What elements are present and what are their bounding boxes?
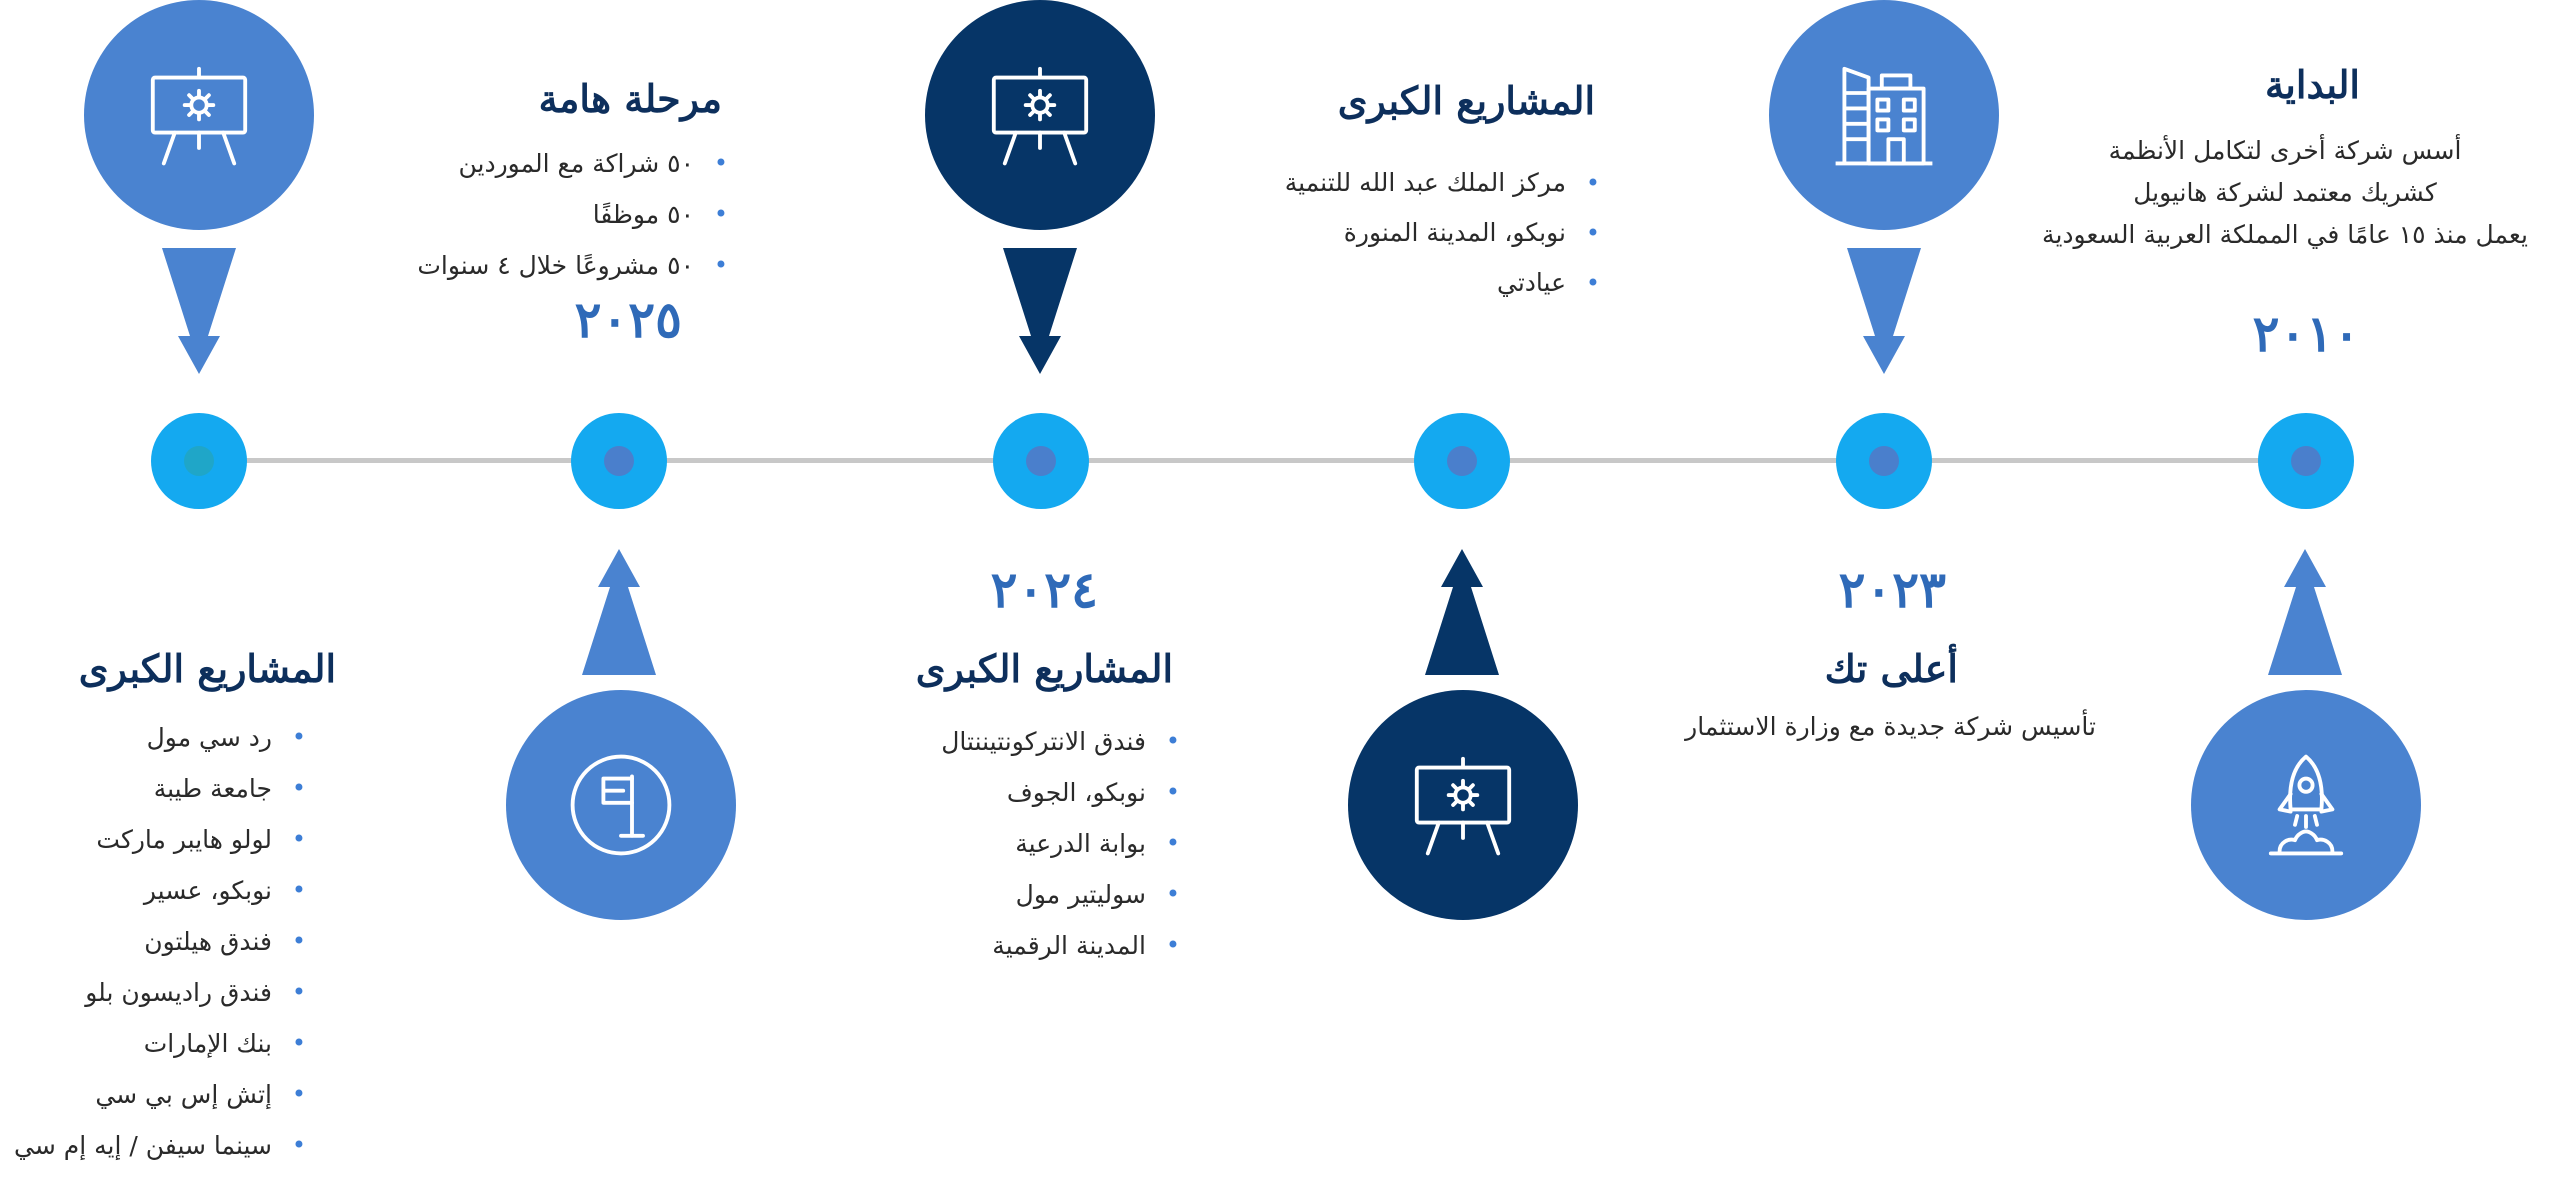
arrow-up-icon — [582, 549, 656, 675]
list-item: عيادتي — [1285, 258, 1600, 308]
milestone-list-2025: ٥٠ شراكة مع الموردين ٥٠ موظفًا ٥٠ مشروعً… — [417, 138, 728, 291]
list-item: ٥٠ شراكة مع الموردين — [417, 138, 728, 189]
list-item: لولو هايبر ماركت — [14, 814, 306, 865]
timeline-node — [151, 413, 247, 509]
milestone-year-2024: ٢٠٢٤ — [990, 560, 1098, 619]
milestone-title-major-projects: المشاريع الكبرى — [1337, 78, 1595, 123]
list-item: مركز الملك عبد الله للتنمية — [1285, 158, 1601, 208]
milestone-year-2010: ٢٠١٠ — [2252, 304, 2360, 363]
list-item: بوابة الدرعية — [941, 818, 1180, 869]
list-item: إتش إس بي سي — [14, 1069, 306, 1120]
presentation-gear-icon — [925, 0, 1155, 230]
description-line: كشريك معتمد لشركة هانيويل — [2133, 178, 2437, 207]
list-item: فندق راديسون بلو — [14, 967, 306, 1018]
arrow-up-icon — [1425, 549, 1499, 675]
arrow-down-icon — [1847, 248, 1921, 374]
list-item: رد سي مول — [14, 712, 306, 763]
list-item: سينما سيفن / إيه إم سي — [14, 1120, 306, 1171]
milestone-year-2023: ٢٠٢٣ — [1838, 560, 1946, 619]
description-line: أسس شركة أخرى لتكامل الأنظمة — [2108, 136, 2462, 165]
timeline-node — [993, 413, 1089, 509]
milestone-title-2024: المشاريع الكبرى — [915, 646, 1173, 691]
milestone-title-2023: أعلى تك — [1824, 646, 1958, 691]
milestone-title-start: البداية — [2264, 62, 2360, 107]
timeline-node — [1414, 413, 1510, 509]
project-list: مركز الملك عبد الله للتنمية نوبكو، المدي… — [1285, 158, 1601, 308]
building-icon — [1769, 0, 1999, 230]
list-item: فندق هيلتون — [14, 916, 306, 967]
description-line: يعمل منذ ١٥ عامًا في المملكة العربية الس… — [2042, 220, 2528, 249]
list-item: ٥٠ موظفًا — [417, 189, 728, 240]
list-item: فندق الانتركونتيننتال — [941, 716, 1180, 767]
arrow-down-icon — [162, 248, 236, 374]
flag-icon — [506, 690, 736, 920]
milestone-description-start: أسس شركة أخرى لتكامل الأنظمة كشريك معتمد… — [2010, 130, 2560, 256]
timeline-node — [571, 413, 667, 509]
list-item: نوبكو، الجوف — [941, 767, 1180, 818]
arrow-up-icon — [2268, 549, 2342, 675]
list-item: نوبكو، المدينة المنورة — [1285, 208, 1600, 258]
list-item: المدينة الرقمية — [941, 920, 1180, 971]
presentation-gear-icon — [84, 0, 314, 230]
list-item: نوبكو، عسير — [14, 865, 306, 916]
timeline-line — [197, 458, 2303, 463]
milestone-title-2025: مرحلة هامة — [538, 76, 722, 121]
list-item: ٥٠ مشروعًا خلال ٤ سنوات — [417, 240, 728, 291]
arrow-down-icon — [1003, 248, 1077, 374]
list-item: سوليتير مول — [941, 869, 1180, 920]
milestone-year-2025: ٢٠٢٥ — [574, 290, 682, 349]
milestone-description-2023: تأسيس شركة جديدة مع وزارة الاستثمار — [1685, 712, 2096, 741]
list-item: بنك الإمارات — [14, 1018, 306, 1069]
timeline-node — [2258, 413, 2354, 509]
list-item: جامعة طيبة — [14, 763, 306, 814]
project-list-2024: فندق الانتركونتيننتال نوبكو، الجوف بوابة… — [941, 716, 1180, 971]
timeline-node — [1836, 413, 1932, 509]
presentation-gear-icon — [1348, 690, 1578, 920]
milestone-title-major-projects: المشاريع الكبرى — [78, 646, 336, 691]
rocket-icon — [2191, 690, 2421, 920]
project-list: رد سي مول جامعة طيبة لولو هايبر ماركت نو… — [14, 712, 306, 1171]
